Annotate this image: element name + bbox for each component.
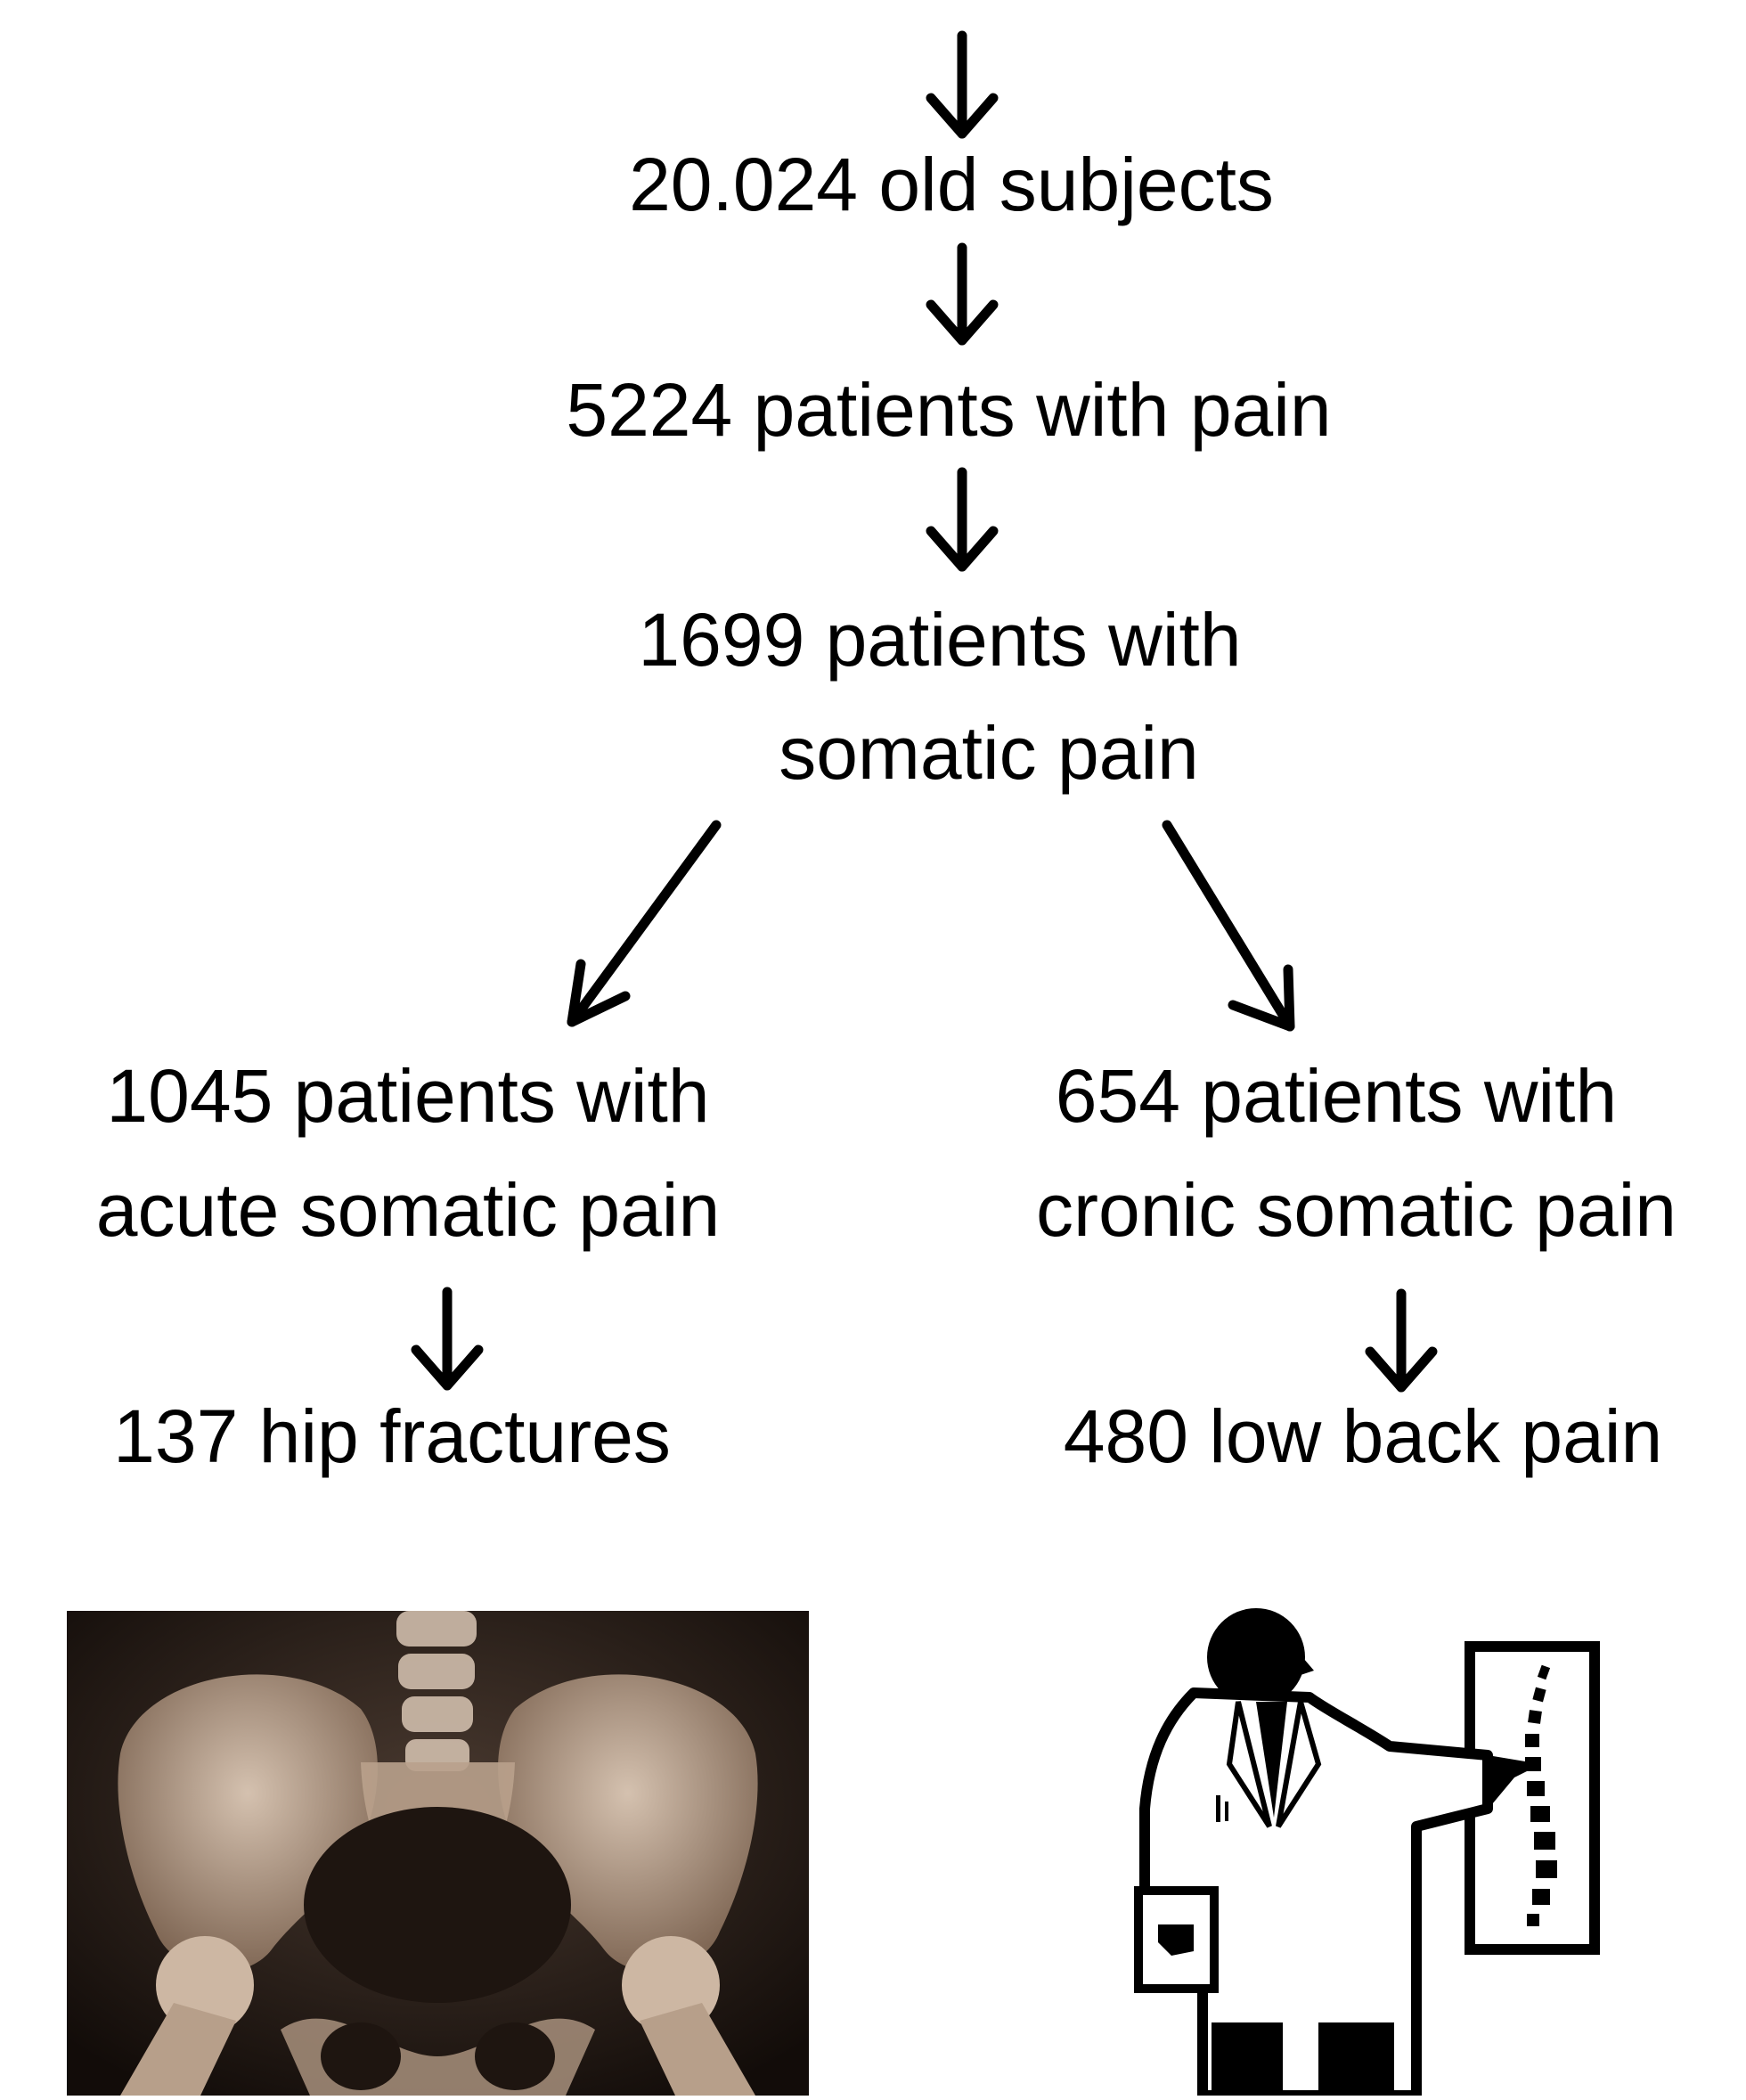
- step2-label: 5224 patients with pain: [494, 372, 1403, 447]
- arrow-right-to-result: [1370, 1294, 1432, 1387]
- left-branch-label-line2: acute somatic pain: [43, 1173, 773, 1247]
- arrow-step2-to-step3: [931, 472, 993, 567]
- arrow-step3-to-right: [1167, 825, 1290, 1026]
- step3-label-line2: somatic pain: [730, 715, 1247, 790]
- left-result-label: 137 hip fractures: [62, 1399, 722, 1474]
- left-branch-label-line1: 1045 patients with: [43, 1058, 773, 1133]
- right-branch-label-line1: 654 patients with: [993, 1058, 1679, 1133]
- arrow-step1-to-step2: [931, 248, 993, 340]
- arrow-top: [931, 36, 993, 134]
- pelvis-xray-image: [67, 1611, 809, 2096]
- step1-label: 20.024 old subjects: [582, 147, 1321, 222]
- right-result-label: 480 low back pain: [1016, 1399, 1710, 1474]
- arrow-step3-to-left: [572, 825, 716, 1022]
- right-branch-label-line2: cronic somatic pain: [980, 1173, 1733, 1247]
- arrow-left-to-result: [416, 1292, 478, 1385]
- doctor-spine-chart-icon: [1096, 1604, 1630, 2100]
- step3-label-line1: 1699 patients with: [579, 602, 1301, 677]
